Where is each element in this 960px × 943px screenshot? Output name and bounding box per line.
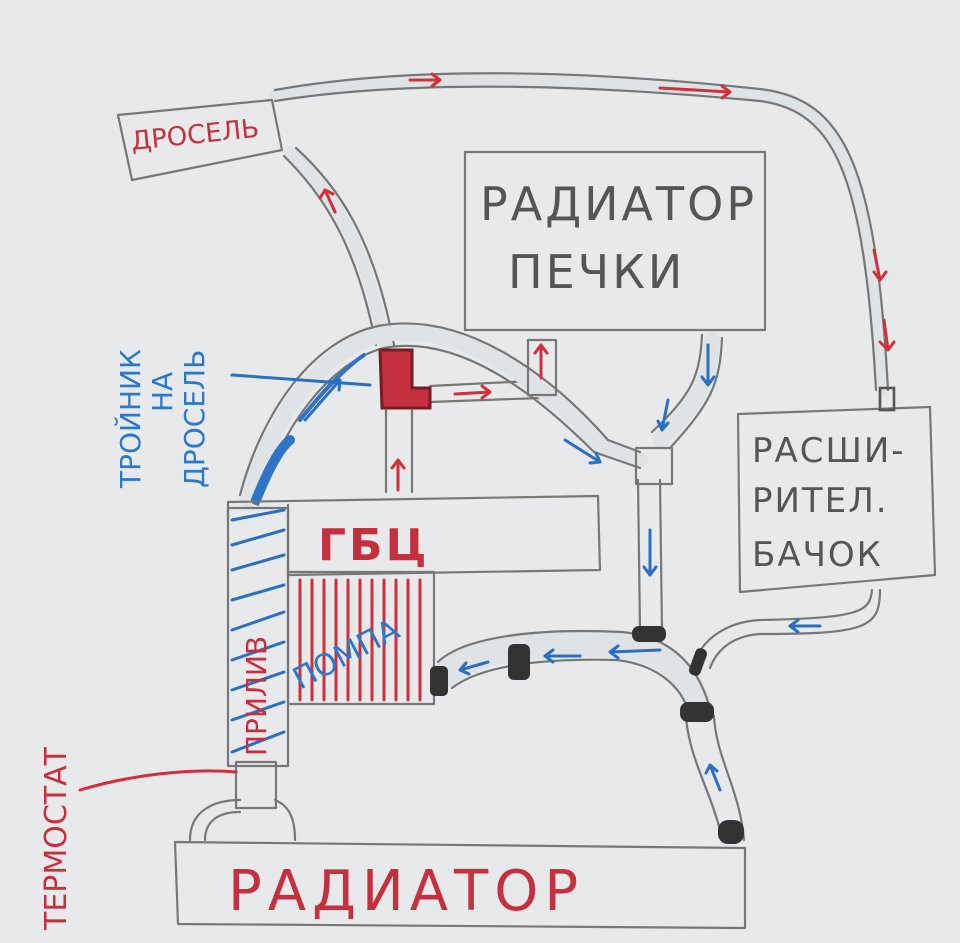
radiator-block: [173, 840, 747, 930]
expansion-tank-label-1: РАСШИ-: [752, 431, 906, 471]
expansion-tank-label-2: РИТЕЛ.: [752, 481, 889, 521]
radiator-label: РАДИАТОР: [228, 859, 584, 924]
component-blocks: [116, 98, 937, 930]
throttle-tee-fitting: [378, 348, 432, 494]
tee-label-3: ДРОСЕЛЬ: [178, 350, 211, 488]
cold-flow-arrows: [230, 343, 822, 792]
hot-flow-arrows: [318, 72, 896, 492]
text-labels: ДРОСЕЛЬ РАДИАТОР ПЕЧКИ РАСШИ- РИТЕЛ. БАЧ…: [39, 114, 906, 931]
boss-hatching: [230, 508, 286, 754]
cylinder-head-label: ГБЦ: [318, 520, 429, 571]
heater-radiator-label-2: ПЕЧКИ: [508, 245, 685, 299]
thermostat-label: ТЕРМОСТАТ: [39, 746, 74, 931]
thermostat-housing: [234, 760, 278, 810]
tee-label-1: ТРОЙНИК: [113, 349, 147, 489]
tee-label-2: НА: [146, 372, 179, 412]
thermostat-leader: [78, 769, 238, 792]
heater-radiator-label-1: РАДИАТОР: [480, 177, 757, 231]
boss-label: ПРИЛИВ: [240, 636, 273, 756]
pump-hatching: [298, 578, 422, 702]
expansion-tank-label-3: БАЧОК: [752, 535, 883, 575]
pump-block: [286, 570, 436, 706]
hose-clamps: [430, 626, 744, 844]
hoses: [188, 72, 890, 842]
throttle-label: ДРОСЕЛЬ: [130, 114, 261, 157]
expansion-tank-block: [736, 405, 937, 594]
throttle-block: [116, 98, 284, 182]
hose-tee-junction: [634, 446, 674, 486]
heater-radiator-block: [463, 150, 767, 332]
